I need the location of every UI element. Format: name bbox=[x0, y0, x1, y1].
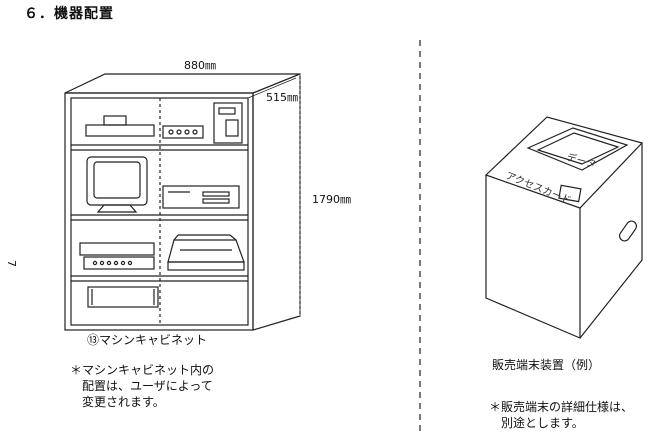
video-deck bbox=[85, 115, 155, 137]
crt-monitor bbox=[86, 156, 148, 213]
terminal-caption: 販売端末装置（例） bbox=[492, 358, 601, 372]
terminal-screen-text: データ bbox=[565, 150, 597, 170]
terminal-note: ＊販売端末の詳細仕様は、 別途とします。 bbox=[489, 400, 634, 430]
bottom-storage-box bbox=[87, 286, 159, 308]
section-title: ６．機器配置 bbox=[24, 6, 114, 22]
cabinet-height-label: 1790㎜ bbox=[312, 193, 351, 206]
small-drive-unit bbox=[213, 102, 243, 144]
switcher-unit bbox=[162, 125, 204, 139]
control-panel-unit bbox=[79, 242, 155, 270]
dot-matrix-printer bbox=[167, 234, 245, 271]
cabinet-width-label: 880㎜ bbox=[184, 59, 216, 72]
machine-cabinet bbox=[64, 73, 301, 331]
cabinet-depth-label: 515㎜ bbox=[266, 91, 298, 104]
sales-terminal bbox=[484, 116, 644, 339]
page-margin-number: 7 bbox=[5, 260, 18, 267]
cabinet-note: ＊マシンキャビネット内の 配置は、ユーザによって 変更されます。 bbox=[70, 363, 215, 409]
cabinet-caption: ⑬マシンキャビネット bbox=[87, 333, 208, 347]
terminal-side-text: アクセスカード bbox=[504, 170, 573, 207]
desktop-computer bbox=[162, 185, 240, 209]
